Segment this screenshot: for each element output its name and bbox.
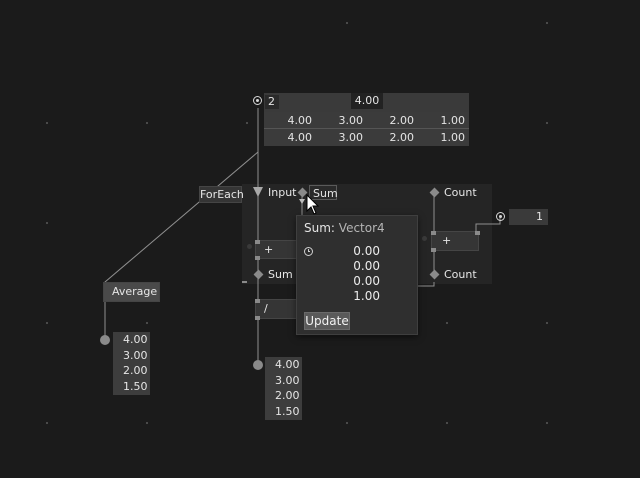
socket	[255, 299, 260, 303]
count-label-bottom: Count	[444, 268, 477, 281]
socket	[255, 316, 260, 320]
average-out-port[interactable]	[100, 335, 110, 345]
output-values: 4.00 3.00 2.00 1.50	[265, 357, 302, 420]
vector-table	[264, 112, 469, 146]
list-item: 2.00	[275, 389, 300, 402]
average-node[interactable]: Average	[103, 282, 160, 302]
popup-title: Sum: Vector4	[304, 221, 385, 235]
popup-title-type: Vector4	[338, 221, 385, 235]
socket	[242, 281, 247, 283]
table-cell: 1.00	[440, 114, 466, 127]
socket	[255, 240, 260, 244]
sum-field[interactable]: Sum	[309, 185, 338, 200]
list-item: 3.00	[123, 348, 148, 362]
socket	[431, 248, 436, 252]
add-node-right[interactable]: +	[431, 231, 479, 251]
value-tooltip: 4.00	[351, 93, 383, 109]
popup-value-z: 0.00	[353, 274, 380, 288]
count-label-top: Count	[444, 186, 477, 199]
average-values: 4.00 3.00 2.00 1.50	[113, 332, 150, 395]
input-port-icon[interactable]	[253, 96, 262, 105]
output-port[interactable]	[253, 360, 263, 370]
list-item: 1.50	[123, 379, 148, 393]
table-cell: 1.00	[440, 131, 466, 144]
table-cell: 3.00	[338, 131, 364, 144]
list-item: 3.00	[275, 373, 300, 387]
foreach-node[interactable]: ForEach	[199, 186, 244, 203]
table-cell: 3.00	[338, 114, 364, 127]
index-field[interactable]: 2	[265, 95, 279, 109]
update-button[interactable]: Update	[304, 312, 350, 330]
popup-title-sep: :	[330, 221, 335, 235]
sum-inspector-popup: Sum: Vector4 0.00 0.00 0.00 1.00 Update	[296, 215, 418, 335]
table-cell: 2.00	[389, 114, 415, 127]
const-field[interactable]: 1	[509, 209, 548, 225]
count-out-wire	[416, 282, 435, 287]
list-item: 4.00	[123, 333, 148, 346]
left-port-dot[interactable]	[247, 244, 252, 249]
sum-label: Sum	[268, 268, 293, 281]
list-item: 4.00	[275, 358, 300, 371]
popup-title-name: Sum	[304, 221, 331, 235]
list-item: 2.00	[123, 364, 148, 377]
popup-value-w: 1.00	[353, 289, 380, 303]
input-label: Input	[268, 186, 297, 199]
table-cell: 2.00	[389, 131, 415, 144]
popup-value-y: 0.00	[353, 259, 380, 273]
input-arrow-icon	[253, 187, 263, 197]
mouse-cursor-icon	[306, 194, 320, 215]
right-port-dot[interactable]	[422, 236, 427, 241]
sum-down-arrow-icon	[299, 199, 305, 204]
average-wire	[104, 151, 259, 340]
socket	[475, 231, 480, 235]
popup-value-x: 0.00	[353, 244, 380, 258]
add-node-left[interactable]: +	[255, 240, 297, 259]
const-port-icon[interactable]	[496, 212, 505, 221]
table-cell: 4.00	[287, 131, 313, 144]
list-item: 1.50	[275, 404, 300, 418]
clock-icon[interactable]	[304, 247, 313, 256]
divide-node[interactable]: /	[255, 299, 297, 319]
table-cell: 4.00	[287, 114, 313, 127]
socket	[255, 256, 260, 260]
socket	[431, 231, 436, 235]
